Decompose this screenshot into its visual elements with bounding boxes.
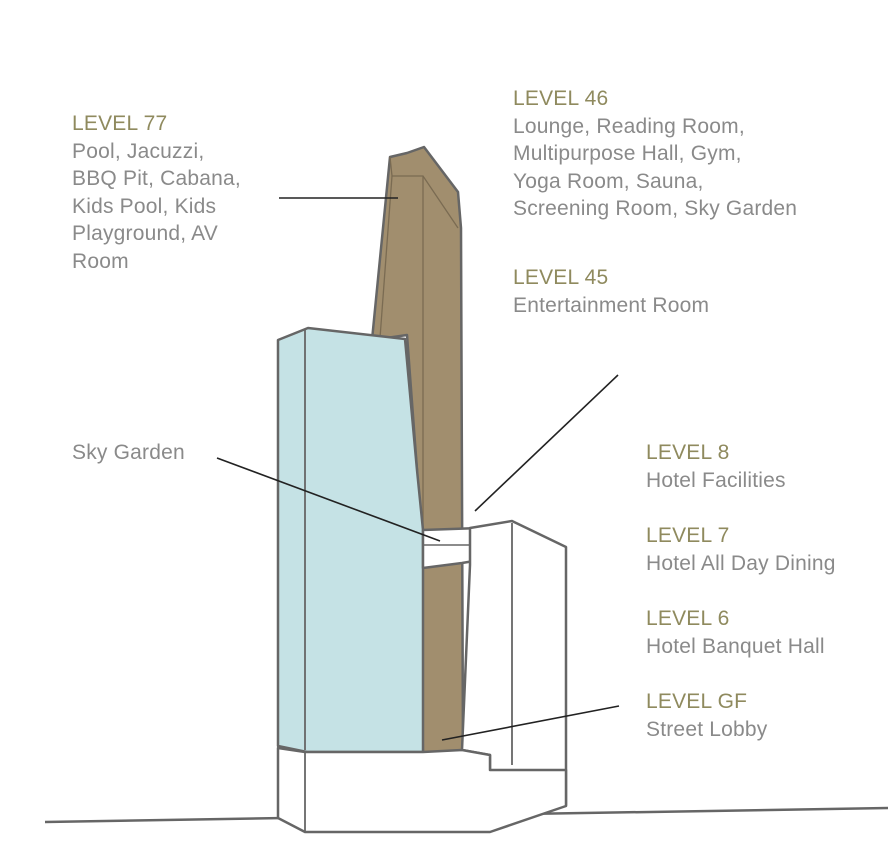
label-level6: LEVEL 6 Hotel Banquet Hall <box>646 605 825 660</box>
level77-line-3: Kids Pool, Kids <box>72 194 217 218</box>
label-level45: LEVEL 45 Entertainment Room <box>513 264 709 319</box>
label-level46: LEVEL 46 Lounge, Reading Room, Multipurp… <box>513 85 797 223</box>
level77-line-1: Pool, Jacuzzi, <box>72 139 205 163</box>
level46-line-1: Lounge, Reading Room, <box>513 114 745 138</box>
level46-line-3: Yoga Room, Sauna, <box>513 169 704 193</box>
label-level8: LEVEL 8 Hotel Facilities <box>646 439 786 494</box>
level46-line-4: Screening Room, Sky Garden <box>513 197 798 220</box>
leader-level45 <box>474 374 619 512</box>
level45-line-1: Entertainment Room <box>513 293 710 317</box>
label-level77: LEVEL 77 Pool, Jacuzzi, BBQ Pit, Cabana,… <box>72 110 241 275</box>
label-level-gf: LEVEL GF Street Lobby <box>646 688 767 743</box>
label-level7: LEVEL 7 Hotel All Day Dining <box>646 522 836 577</box>
level46-line-2: Multipurpose Hall, Gym, <box>513 142 742 165</box>
label-sky-garden: Sky Garden <box>72 439 185 467</box>
level7-heading: LEVEL 7 <box>646 524 730 547</box>
sky-garden-text: Sky Garden <box>72 441 185 464</box>
level77-heading: LEVEL 77 <box>72 112 168 135</box>
level6-heading: LEVEL 6 <box>646 607 730 630</box>
base-podium <box>276 746 568 834</box>
leader-sky-garden <box>216 457 441 542</box>
level-gf-heading: LEVEL GF <box>646 690 748 713</box>
level8-line-1: Hotel Facilities <box>646 468 786 492</box>
level77-line-5: Room <box>72 249 129 273</box>
level8-heading: LEVEL 8 <box>646 441 730 464</box>
level46-heading: LEVEL 46 <box>513 87 609 110</box>
level77-line-4: Playground, AV <box>72 222 219 245</box>
leader-level-gf <box>441 705 620 741</box>
level6-line-1: Hotel Banquet Hall <box>646 634 825 658</box>
level-gf-line-1: Street Lobby <box>646 717 768 741</box>
level7-line-1: Hotel All Day Dining <box>646 551 836 575</box>
level77-line-2: BBQ Pit, Cabana, <box>72 167 241 190</box>
level45-heading: LEVEL 45 <box>513 266 609 289</box>
blue-tower <box>276 326 425 754</box>
